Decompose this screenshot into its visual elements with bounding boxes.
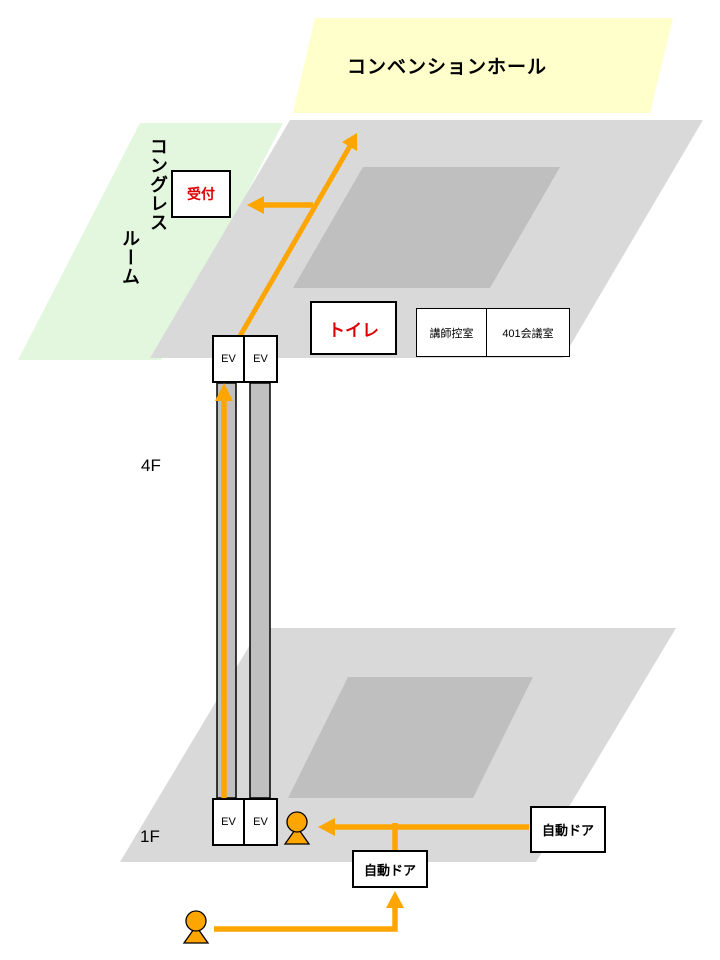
person-1f-head <box>286 811 308 833</box>
elevator-1f-left-box: EV <box>212 798 245 846</box>
floor1-inner-area <box>288 677 533 798</box>
auto-door-side-box: 自動ドア <box>530 806 606 853</box>
reception-box: 受付 <box>171 170 231 218</box>
route-entrance-line <box>214 900 398 932</box>
meeting-room-401-box: 401会議室 <box>486 309 569 356</box>
elevator-4f-left-box: EV <box>212 335 245 383</box>
meeting-rooms-box: 講師控室 401会議室 <box>416 308 570 357</box>
floor1-label: 1F <box>140 827 160 846</box>
floor4-label: 4F <box>141 456 161 475</box>
person-1f-icon <box>283 811 311 845</box>
toilet-box: トイレ <box>310 301 397 355</box>
congress-room-label-line2: ルーム <box>120 229 140 286</box>
auto-door-entrance-box: 自動ドア <box>352 850 428 888</box>
elevator-shaft-right <box>249 382 271 799</box>
convention-hall-label: コンベンションホール <box>347 57 548 78</box>
elevator-4f-right-box: EV <box>243 335 278 383</box>
route-entrance-arrowhead <box>386 891 404 908</box>
person-entrance-body <box>182 924 210 944</box>
route-elevator-up-arrowhead <box>215 383 233 401</box>
person-1f-body <box>283 825 311 845</box>
floor4-inner-area <box>293 167 560 288</box>
congress-room-label-line1: コングレス <box>148 137 168 232</box>
route-to-hall-line <box>237 144 353 338</box>
route-1f-corridor-arrowhead <box>318 818 335 836</box>
person-entrance-head <box>185 910 207 932</box>
route-to-hall-arrowhead <box>342 133 357 151</box>
elevator-1f-right-box: EV <box>243 798 278 846</box>
route-to-reception-arrowhead <box>247 196 264 214</box>
convention-hall-area <box>293 18 673 113</box>
speaker-control-room-box: 講師控室 <box>429 327 474 340</box>
person-entrance-icon <box>182 910 210 944</box>
